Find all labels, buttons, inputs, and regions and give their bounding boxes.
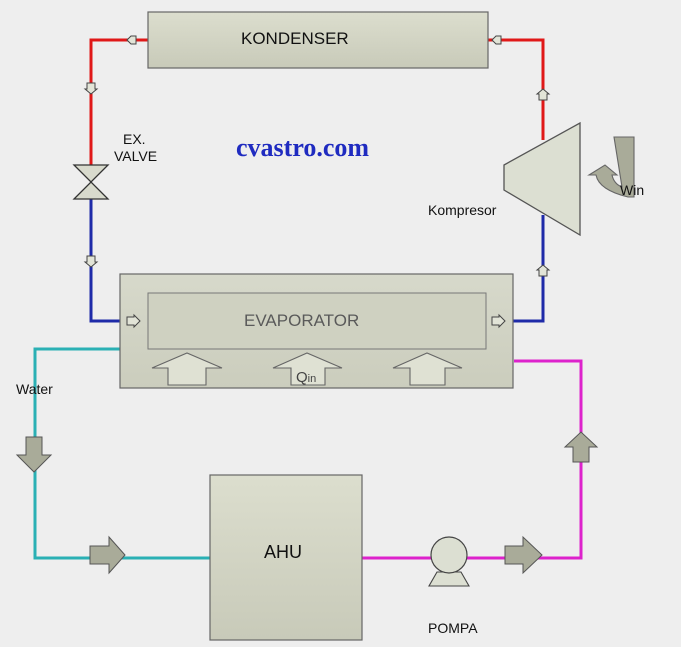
water-arrow-up xyxy=(563,431,599,463)
heat-in-subscript: in xyxy=(307,373,317,385)
expansion-valve-label-line2: VALVE xyxy=(114,148,158,164)
heat-in-arrows xyxy=(151,352,463,386)
compressor-icon xyxy=(503,121,581,237)
compressor-to-condenser-line xyxy=(488,38,545,140)
flow-arrow-icons xyxy=(83,35,551,329)
water-arrow-right-ahu xyxy=(89,535,126,575)
flow-arrow-valve-top xyxy=(83,82,99,95)
evaporator-label: EVAPORATOR xyxy=(244,311,360,330)
flow-arrow-compressor-bottom xyxy=(535,264,551,277)
water-label: Water xyxy=(16,381,53,397)
condenser-box xyxy=(147,11,489,69)
pump-icon xyxy=(428,536,470,587)
flow-arrow-evap-inlet xyxy=(126,313,141,329)
evaporator-inner-box xyxy=(147,292,487,350)
flow-arrow-valve-bottom xyxy=(83,255,99,268)
watermark-text: cvastro.com xyxy=(236,133,370,162)
heat-arrow-left xyxy=(151,352,223,386)
condenser-label: KONDENSER xyxy=(241,29,349,48)
work-in-label: Win xyxy=(620,182,645,198)
water-flow-arrows xyxy=(15,431,599,575)
work-in-arrow-icon xyxy=(587,136,635,198)
water-return-line xyxy=(362,359,583,560)
heat-in-symbol: Q xyxy=(296,369,308,386)
heat-in-label: Qin xyxy=(296,369,316,386)
flow-arrow-evap-outlet xyxy=(491,313,506,329)
ahu-box xyxy=(209,474,363,641)
flow-arrow-condenser-right xyxy=(491,35,502,45)
expansion-valve-label-line1: EX. xyxy=(123,131,146,147)
water-arrow-down xyxy=(15,436,53,473)
heat-arrow-right xyxy=(392,352,463,386)
water-arrow-right-pump xyxy=(504,535,543,575)
flow-arrow-compressor-top xyxy=(535,88,551,101)
flow-arrow-condenser-left xyxy=(126,35,137,45)
pump-label: POMPA xyxy=(428,620,478,636)
heat-arrow-middle xyxy=(272,352,343,386)
ahu-label: AHU xyxy=(264,542,303,562)
compressor-label: Kompresor xyxy=(428,202,497,218)
expansion-valve-icon xyxy=(72,164,110,200)
